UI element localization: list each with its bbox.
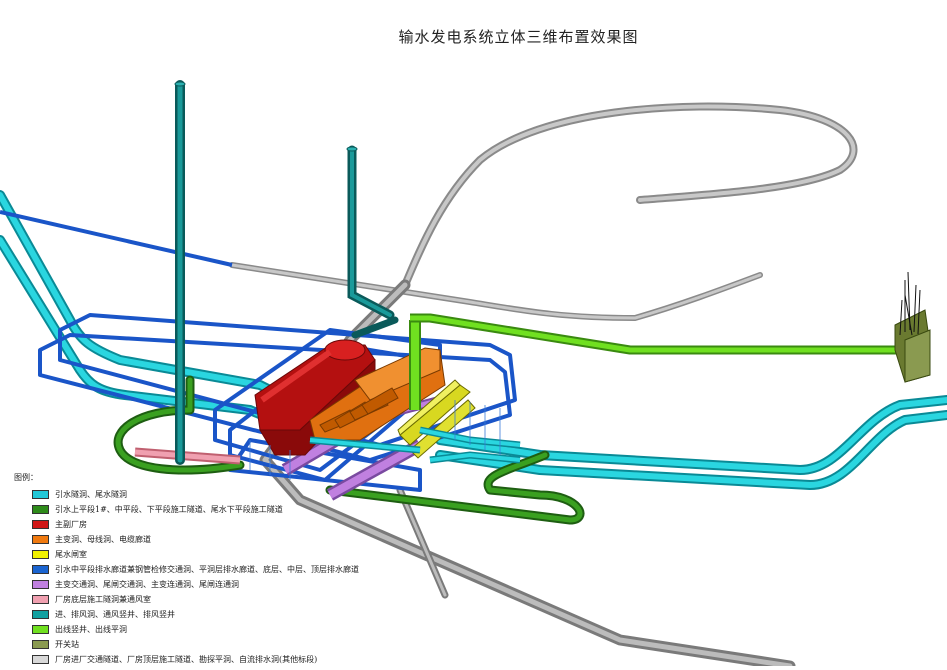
drain-holes [249,400,501,480]
switching-station [894,271,931,383]
legend-item: 尾水闸室 [14,547,359,562]
legend-label: 出线竖井、出线平洞 [55,625,127,634]
legend-swatch [32,505,49,514]
legend: 图例： 引水隧洞、尾水隧洞引水上平段1#、中平段、下平段施工隧道、尾水下平段施工… [14,472,359,667]
legend-label: 主变交通洞、尾闸交通洞、主变连通洞、尾闸连通洞 [55,580,239,589]
legend-item: 引水隧洞、尾水隧洞 [14,487,359,502]
legend-item: 进、排风洞、通风竖井、排风竖井 [14,607,359,622]
legend-item: 引水上平段1#、中平段、下平段施工隧道、尾水下平段施工隧道 [14,502,359,517]
legend-label: 引水中平段排水廊道兼钢管检修交通洞、平洞层排水廊道、底层、中层、顶层排水廊道 [55,565,359,574]
tailrace-gate-chamber [397,379,476,459]
legend-label: 引水隧洞、尾水隧洞 [55,490,127,499]
legend-item: 出线竖井、出线平洞 [14,622,359,637]
legend-label: 主副厂房 [55,520,87,529]
legend-item: 主变交通洞、尾闸交通洞、主变连通洞、尾闸连通洞 [14,577,359,592]
legend-swatch [32,595,49,604]
page-title: 输水发电系统立体三维布置效果图 [398,28,639,46]
legend-list: 引水隧洞、尾水隧洞引水上平段1#、中平段、下平段施工隧道、尾水下平段施工隧道主副… [14,487,359,667]
legend-item: 厂房底层施工隧洞兼通风室 [14,592,359,607]
legend-label: 厂房底层施工隧洞兼通风室 [55,595,151,604]
legend-swatch [32,550,49,559]
legend-item: 厂房进厂交通隧道、厂房顶层施工隧道、勘探平洞、自流排水洞(其他标段) [14,652,359,667]
legend-swatch [32,490,49,499]
outgoing-line-shaft [409,313,900,410]
legend-swatch [32,535,49,544]
legend-swatch [32,655,49,664]
legend-item: 主变洞、母线洞、电缆廊道 [14,532,359,547]
legend-label: 开关站 [55,640,79,649]
legend-swatch [32,520,49,529]
legend-heading: 图例： [14,473,38,482]
powerhouse [254,339,376,456]
green-construction-tunnels [113,375,585,525]
legend-swatch [32,610,49,619]
legend-swatch [32,625,49,634]
legend-label: 厂房进厂交通隧道、厂房顶层施工隧道、勘探平洞、自流排水洞(其他标段) [55,655,318,664]
legend-item: 开关站 [14,637,359,652]
legend-label: 引水上平段1#、中平段、下平段施工隧道、尾水下平段施工隧道 [55,505,283,514]
legend-label: 进、排风洞、通风竖井、排风竖井 [55,610,175,619]
cyan-tunnels [0,190,947,490]
legend-swatch [32,565,49,574]
legend-item: 引水中平段排水廊道兼钢管检修交通洞、平洞层排水廊道、底层、中层、顶层排水廊道 [14,562,359,577]
legend-swatch [32,580,49,589]
legend-item: 主副厂房 [14,517,359,532]
ventilation-shafts [174,80,399,465]
legend-swatch [32,640,49,649]
legend-label: 尾水闸室 [55,550,87,559]
legend-label: 主变洞、母线洞、电缆廊道 [55,535,151,544]
